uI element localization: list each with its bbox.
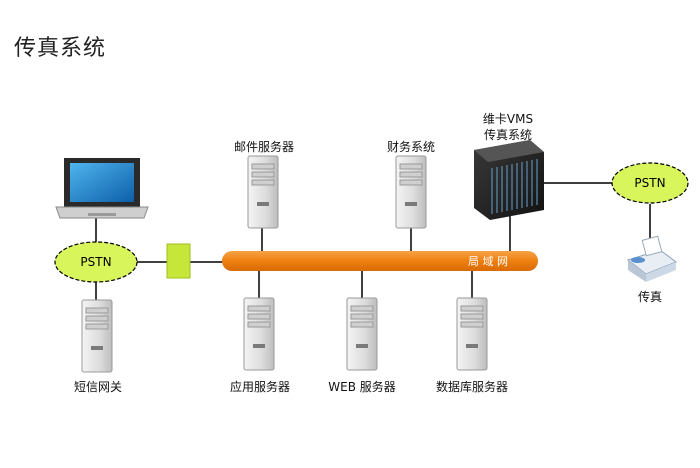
pstn-right-label: PSTN <box>634 176 665 190</box>
app-server-icon <box>243 297 275 371</box>
mail-server-label: 邮件服务器 <box>233 140 295 154</box>
db-server-icon <box>456 297 488 371</box>
db-server-label: 数据库服务器 <box>435 380 509 394</box>
finance-server-icon <box>395 155 427 229</box>
sms-gateway-label: 短信网关 <box>73 380 123 394</box>
web-server-icon <box>346 297 378 371</box>
vms-label-line2: 传真系统 <box>483 128 533 142</box>
web-server-label: WEB 服务器 <box>328 380 396 394</box>
pstn-left-label: PSTN <box>80 255 111 269</box>
finance-system-label: 财务系统 <box>386 140 436 154</box>
fax-label: 传真 <box>637 290 663 304</box>
app-server-label: 应用服务器 <box>229 380 291 394</box>
pstn-left: PSTN <box>54 241 138 283</box>
vms-label-line1: 维卡VMS <box>482 112 534 126</box>
pstn-right: PSTN <box>611 162 689 204</box>
page-title: 传真系统 <box>14 36 107 61</box>
switch-block <box>166 243 191 279</box>
laptop-icon <box>55 158 149 219</box>
vms-rack-icon <box>474 140 544 220</box>
lan-bar <box>222 251 538 271</box>
lan-label: 局 域 网 <box>468 255 508 268</box>
connection-lines <box>95 182 651 300</box>
gateway-server-icon <box>81 299 113 373</box>
mail-server-icon <box>247 155 279 229</box>
fax-machine-icon <box>626 235 678 282</box>
